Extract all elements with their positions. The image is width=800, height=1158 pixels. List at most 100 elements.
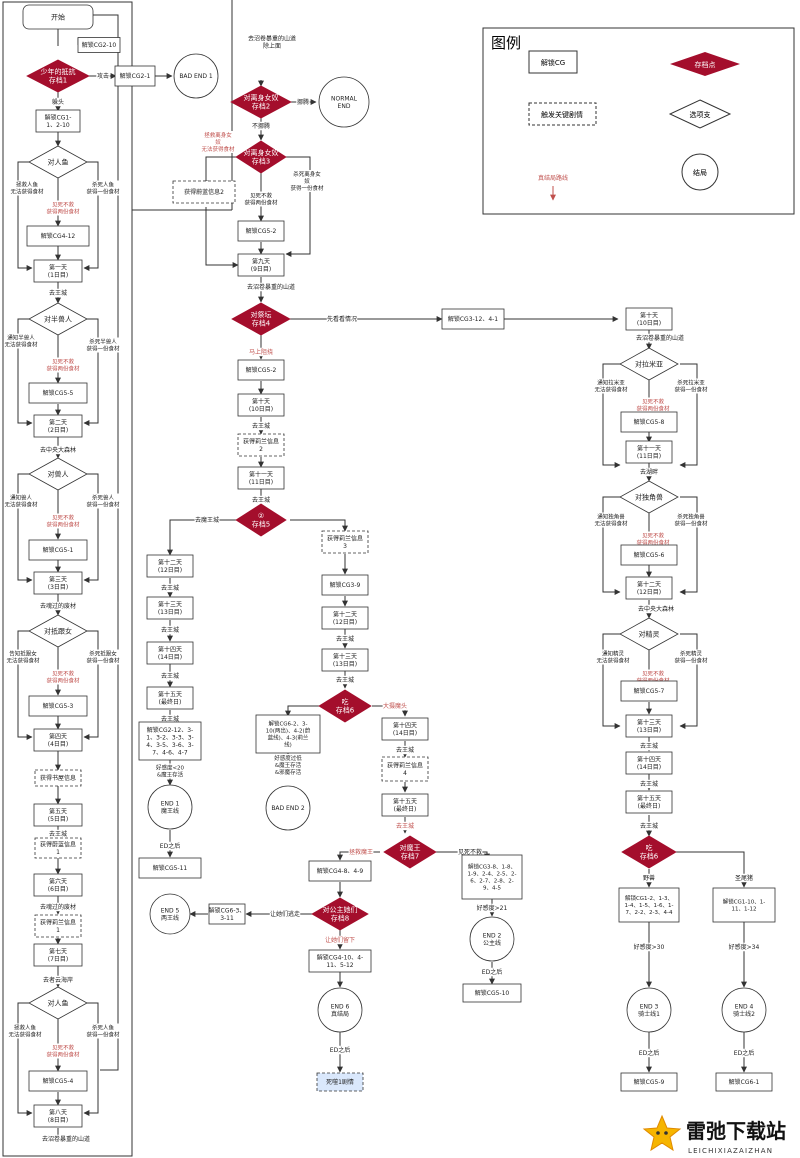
node-box [33, 571, 83, 595]
ending-circle [317, 987, 363, 1033]
node-n149: 第十五天(最终日) [625, 790, 673, 814]
node-n77: 第十二天(12日目) [146, 554, 194, 578]
node-n109: 解锁CG4-8、4-9 [308, 860, 372, 882]
node-label: 去王城 [396, 822, 414, 830]
node-label: 解锁CG2-10 [82, 41, 117, 49]
node-label: 好感度>21 [477, 904, 508, 912]
save-point-diamond [26, 59, 90, 93]
node-label: 解锁CG5-6 [634, 551, 665, 559]
node-label: 对独角兽 [635, 492, 663, 501]
legend-title: 图例 [491, 34, 521, 52]
node-n35: 第四天(4日目) [33, 728, 83, 752]
node-n28: 第三天(3日目) [33, 571, 83, 595]
node-label: 第十四天(14日目) [393, 721, 417, 737]
node-box [381, 793, 429, 817]
node-box [321, 606, 369, 630]
node-n105: 去王城 [395, 821, 415, 831]
node-label: 吃存档6 [336, 697, 355, 715]
node-n61: 见死不救获得两份食材 [244, 191, 278, 207]
node-n69: 解锁CG5-2 [237, 359, 285, 381]
node-label: 去者云海岸 [43, 976, 73, 984]
node-label: 解锁CG5-2 [246, 227, 277, 235]
node-label: 去魂过的废材 [40, 903, 76, 911]
node-n50: 第八天(8日目) [33, 1104, 83, 1128]
node-label: 少年的抵抗存档1 [41, 67, 76, 85]
watermark: 雷弛下载站 LEICHIXIAZAIZHAN [642, 1112, 800, 1158]
node-label: 去沼卷暴重的山道 [42, 1135, 90, 1143]
node-label: 第十三天(13日目) [637, 718, 661, 734]
ending-circle [469, 916, 515, 962]
node-n138: 第十二天(12日目) [625, 576, 673, 600]
node-n131: 第十一天(11日目) [625, 440, 673, 464]
node-n1: 开始 [22, 4, 94, 30]
node-label: 攻击 [97, 72, 109, 80]
node-n11: 杀死人鱼获得一份食材 [86, 180, 120, 196]
node-label: 拯救离身女奴无法获得食材 [201, 131, 235, 153]
node-label: 第十一天(11日目) [249, 470, 273, 486]
legend-save-point: 存档点 [695, 60, 716, 69]
node-label: 去王城 [161, 626, 179, 634]
node-n71: 去王城 [251, 421, 271, 431]
node-n18: 杀死半兽人获得一份食材 [86, 337, 120, 353]
node-label: 杀死离身女奴获得一份食材 [290, 170, 324, 192]
node-label: 好感度>30 [634, 943, 665, 951]
node-box [381, 756, 429, 782]
node-label: 去中央大森林 [40, 446, 76, 454]
node-n68: 马上阻挠 [248, 347, 274, 357]
node-label: 去王城 [336, 676, 354, 684]
node-n102: 去王城 [395, 745, 415, 755]
node-label: 第十五天(最终日) [158, 690, 182, 706]
node-box [625, 714, 673, 738]
save-point-diamond [230, 85, 292, 119]
node-box [620, 1072, 678, 1092]
node-box [237, 433, 285, 457]
node-n40: 第六天(6日目) [33, 873, 83, 897]
node-n8: 解锁CG1-1、2-10 [35, 109, 81, 133]
node-n154: 解锁CG1-2、1-3、1-4、1-5、1-6、1-7、2-2、2-3、4-4 [618, 887, 680, 923]
node-label: 第一天(1日目) [48, 263, 69, 279]
node-label: 第十天(10日目) [249, 397, 273, 413]
node-n57: 拯救离身女奴无法获得食材 [201, 131, 235, 153]
node-n70: 第十天(10日目) [237, 393, 285, 417]
node-n86: 好感度<20&魔王存活 [153, 763, 187, 779]
node-label: 对拉米亚 [635, 359, 663, 368]
node-n24: 通知兽人无法获得食材 [4, 493, 38, 509]
node-label: 见死不救获得两份食材 [244, 191, 278, 206]
node-box [138, 857, 202, 879]
node-n14: 第一天(1日目) [33, 259, 83, 283]
node-n136: 见死不救获得两份食材 [636, 531, 670, 547]
node-label: 通知半兽人无法获得食材 [4, 333, 38, 348]
legend-option-diamond [668, 99, 732, 129]
node-n148: 去王城 [639, 779, 659, 789]
node-n37: 第五天(5日目) [33, 803, 83, 827]
node-n80: 去王城 [160, 625, 180, 635]
node-n94: 第十三天(13日目) [321, 648, 369, 672]
node-n122: ED之后 [327, 1045, 353, 1055]
node-box [28, 1070, 88, 1092]
node-n127: 通知拉米亚无法获得食材 [594, 378, 628, 394]
node-n117: 解锁CG6-3、3-11 [208, 903, 246, 925]
node-n89: 解锁CG5-11 [138, 857, 202, 879]
node-n46: 拯救人鱼无法获得食材 [8, 1023, 42, 1039]
node-box [146, 554, 194, 578]
node-box [33, 803, 83, 827]
node-label: 杀死人鱼获得一份食材 [86, 180, 120, 195]
node-n54: 挪腾 [296, 97, 310, 107]
node-label: 去沼卷暴重的山道除上面 [248, 34, 296, 50]
node-box [381, 717, 429, 741]
node-box [33, 1104, 83, 1128]
option-diamond [28, 986, 88, 1020]
node-box [33, 259, 83, 283]
node-n88: ED之后 [157, 841, 183, 851]
node-label: 解锁CG1-2、1-3、1-4、1-5、1-6、1-7、2-2、2-3、4-4 [625, 894, 674, 916]
node-n29: 去魂过的废材 [39, 601, 77, 611]
node-label: ED之后 [639, 1049, 659, 1057]
node-label: 好感度>34 [729, 943, 760, 951]
node-n133: 对独角兽 [619, 480, 679, 514]
node-box [321, 648, 369, 672]
node-box [114, 65, 156, 87]
node-label: 第四天(4日目) [48, 732, 69, 748]
legend-real-ending-route: 真结局路线 [538, 174, 568, 182]
